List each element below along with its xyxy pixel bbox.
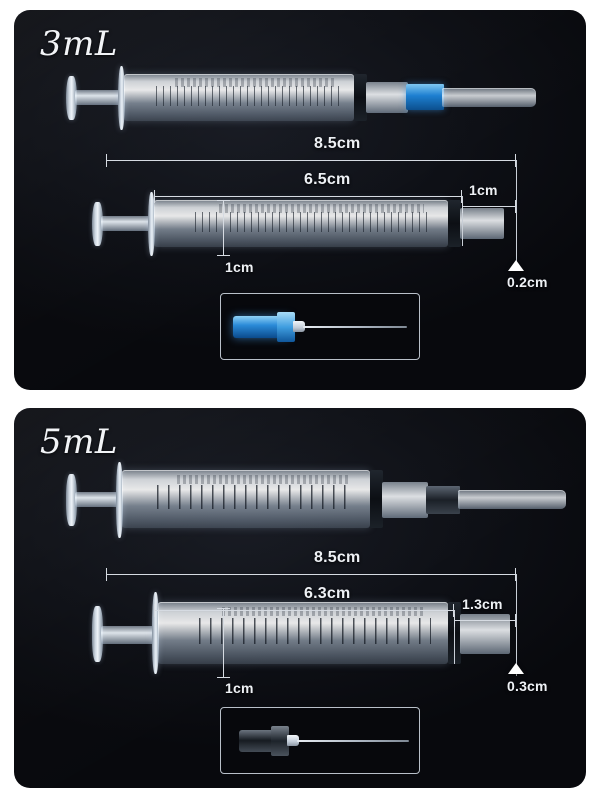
plunger-rod (101, 216, 153, 231)
barrel-grip-flange (116, 462, 123, 538)
barrel-print (176, 474, 351, 484)
barrel-grip-flange (152, 592, 159, 674)
plunger-rod (75, 90, 123, 105)
graduation-marks (198, 618, 431, 645)
dim-label-overall-5ml: 8.5cm (314, 549, 361, 566)
graduation-marks (156, 86, 341, 106)
plunger-rod (75, 492, 121, 507)
panel-5ml: 5mL 8.5cm (14, 408, 586, 788)
panel-3ml: 3mL 8.5cm (14, 10, 586, 390)
dim-label-tip-diameter-5ml: 0.3cm (507, 678, 548, 694)
volume-label-5ml: 5mL (40, 422, 118, 462)
dim-line-tip-3ml (462, 200, 516, 213)
needle-shield (442, 88, 536, 107)
dim-line-overall-5ml (106, 568, 516, 581)
dim-label-diameter-5ml: 1cm (225, 680, 254, 696)
needle-hub-icon (426, 486, 460, 514)
barrel-print (221, 606, 425, 616)
dim-line-barrel-5ml (154, 604, 454, 617)
needle-hub-icon (233, 316, 289, 338)
plunger-stopper (448, 200, 461, 247)
needle-hub-icon (406, 84, 444, 110)
dim-label-tip-3ml: 1cm (469, 182, 498, 198)
dim-label-barrel-3ml: 6.5cm (304, 171, 351, 188)
graduation-marks (156, 485, 356, 510)
luer-tip (460, 208, 504, 239)
plunger-flange (66, 474, 77, 526)
syringe-assembled-top-3ml (66, 62, 536, 132)
ext-line-tip-left-3ml (462, 196, 463, 246)
barrel-print (218, 203, 425, 213)
dim-label-tip-diameter-3ml: 0.2cm (507, 274, 548, 290)
barrel-grip-flange (118, 66, 125, 130)
syringe-assembled-top-5ml (66, 456, 566, 538)
barrel-grip-flange (148, 192, 155, 256)
dim-label-overall-3ml: 8.5cm (314, 135, 361, 152)
luer-cone (382, 482, 428, 518)
dim-label-tip-5ml: 1.3cm (462, 596, 503, 612)
dim-label-barrel-5ml: 6.3cm (304, 585, 351, 602)
plunger-stopper (370, 470, 383, 528)
syringe-barrel (154, 200, 448, 247)
barrel-print (174, 77, 336, 87)
volume-label-3ml: 3mL (40, 24, 118, 64)
needle-tip-cone (287, 735, 299, 746)
needle-shield (458, 490, 566, 509)
dim-line-diameter-5ml (217, 608, 230, 678)
needle-cannula (297, 740, 409, 742)
syringe-measured-5ml (92, 586, 522, 674)
graduation-marks (195, 212, 431, 232)
dim-line-diameter-3ml (217, 200, 230, 256)
syringe-barrel (122, 470, 370, 528)
ext-line-overall-right-5ml (516, 574, 517, 676)
syringe-measured-3ml (92, 188, 512, 258)
ext-line-overall-right-3ml (516, 160, 517, 264)
ext-line-tip-left-5ml (454, 610, 455, 664)
luer-cone (366, 82, 408, 113)
needle-cannula (303, 326, 407, 328)
needle-hub-flare (271, 726, 289, 756)
dim-line-tip-5ml (454, 614, 516, 627)
needle-detail-inset-3ml (220, 293, 420, 360)
needle-tip-cone (293, 321, 305, 332)
needle-hub-flare (277, 312, 295, 342)
plunger-flange (66, 76, 77, 120)
plunger-flange (92, 606, 103, 662)
tip-diameter-marker-icon (508, 260, 524, 271)
plunger-rod (101, 626, 157, 644)
plunger-flange (92, 202, 103, 246)
syringe-barrel (158, 602, 448, 664)
dim-line-barrel-3ml (154, 190, 462, 203)
plunger-stopper (354, 74, 367, 121)
dim-line-overall-3ml (106, 154, 516, 167)
dim-label-diameter-3ml: 1cm (225, 259, 254, 275)
needle-detail-inset-5ml (220, 707, 420, 774)
tip-diameter-marker-icon (508, 663, 524, 674)
syringe-barrel (124, 74, 354, 121)
